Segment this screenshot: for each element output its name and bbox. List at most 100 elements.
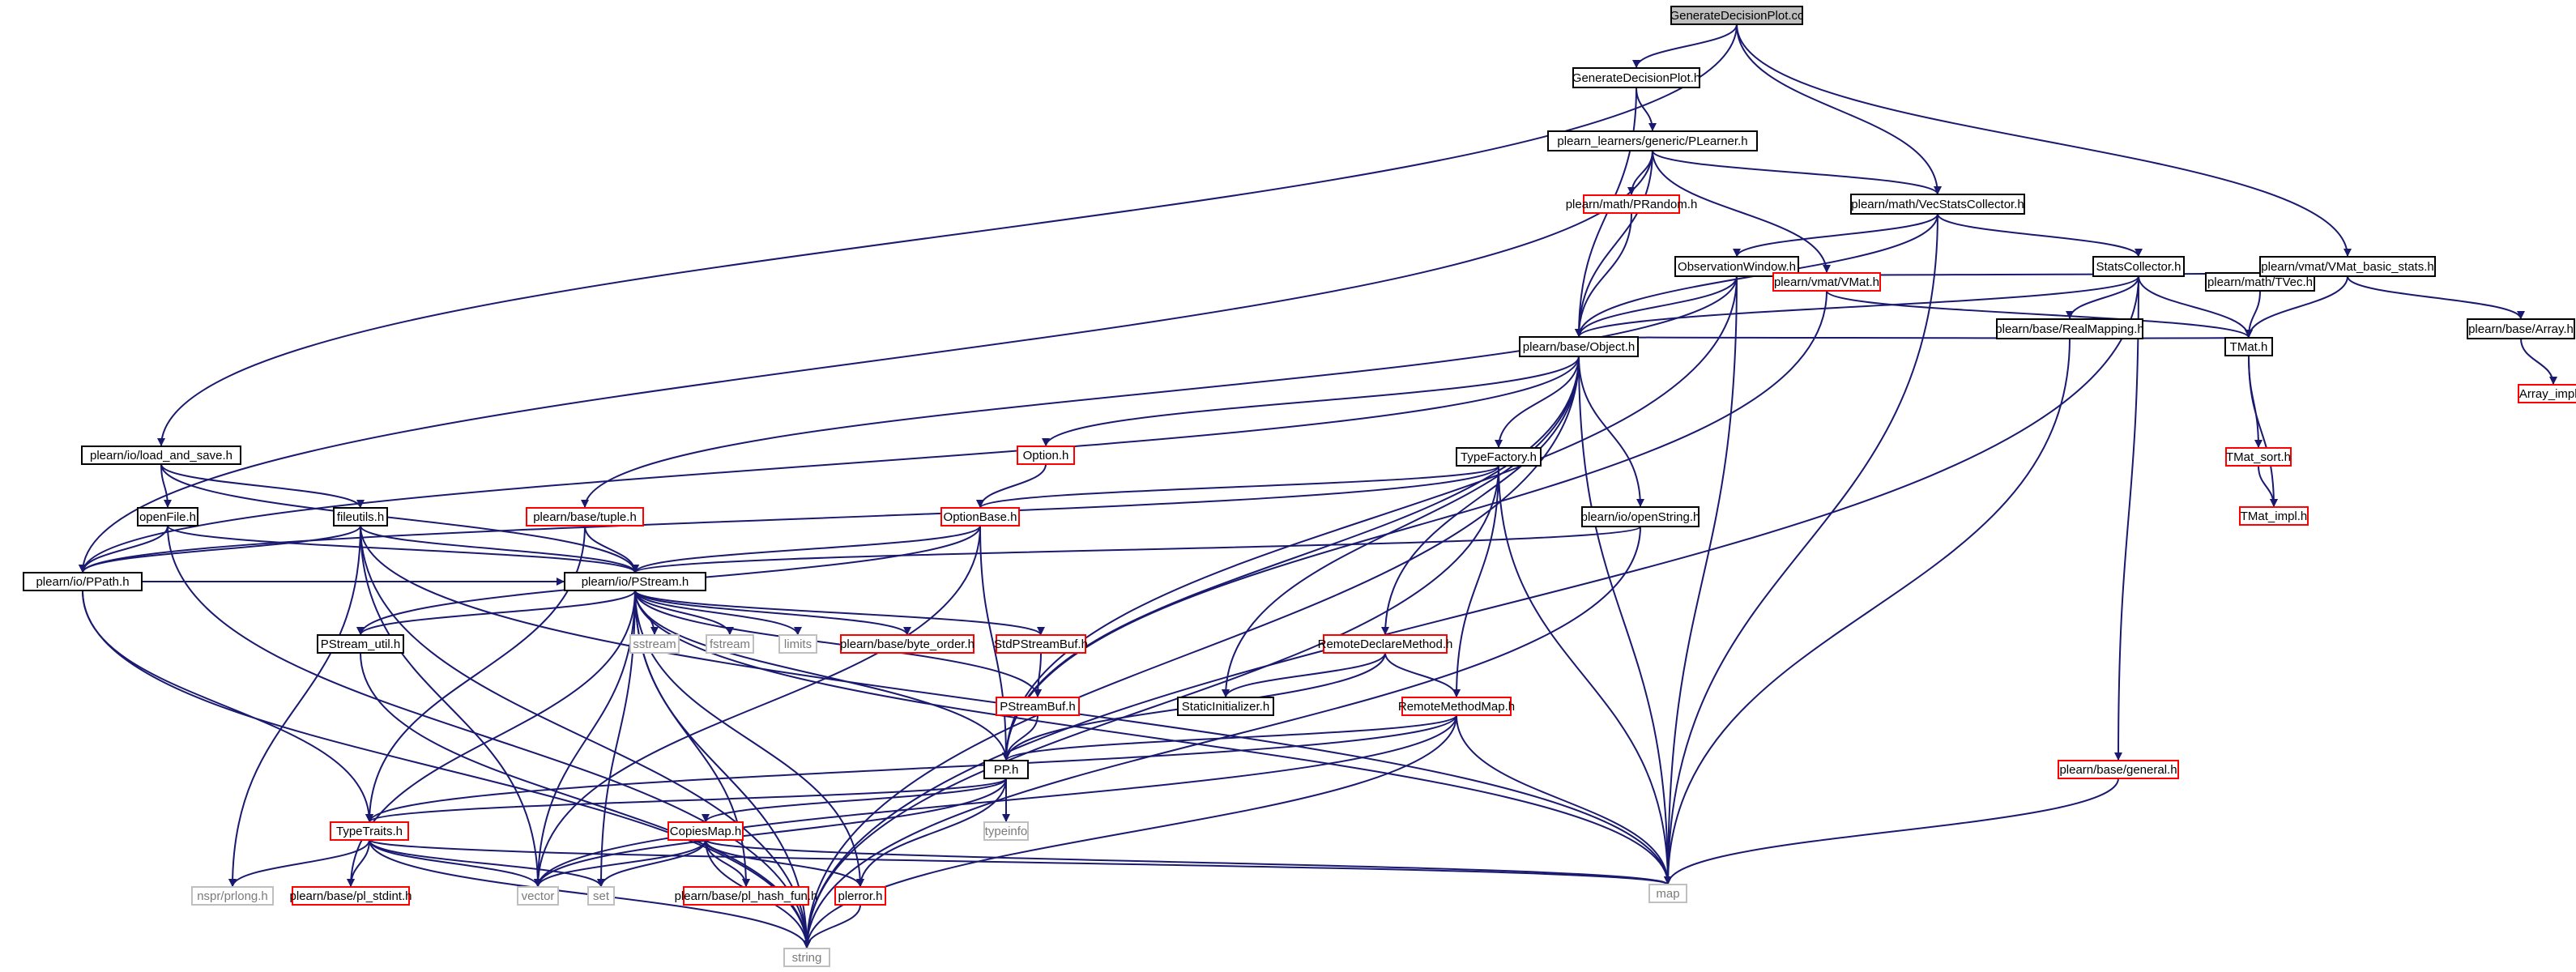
node-byteorder[interactable]: plearn/base/byte_order.h bbox=[840, 634, 975, 654]
node-plstdint[interactable]: plearn/base/pl_stdint.h bbox=[290, 886, 412, 906]
node-arrayimpl[interactable]: Array_impl.h bbox=[2518, 384, 2576, 403]
node-option[interactable]: Option.h bbox=[1017, 446, 1075, 465]
node-nsprlong[interactable]: nspr/prlong.h bbox=[191, 886, 274, 906]
edge-tmat-to-tmatimpl bbox=[2248, 355, 2278, 508]
node-set[interactable]: set bbox=[587, 886, 615, 906]
node-box bbox=[983, 760, 1029, 779]
node-label: StatsCollector.h bbox=[2096, 260, 2181, 274]
node-object[interactable]: plearn/base/Object.h bbox=[1519, 336, 1639, 357]
edge-fileutils-to-ppath bbox=[79, 525, 361, 573]
node-statscoll[interactable]: StatsCollector.h bbox=[2092, 256, 2185, 277]
node-vmat[interactable]: plearn/vmat/VMat.h bbox=[1772, 272, 1881, 292]
node-pstream[interactable]: plearn/io/PStream.h bbox=[564, 572, 706, 591]
edge-copiesmap-to-vector bbox=[534, 839, 706, 888]
edge-statscoll-to-string bbox=[803, 275, 2139, 949]
node-remotedecl[interactable]: RemoteDeclareMethod.h bbox=[1318, 634, 1453, 654]
node-vmatbasic[interactable]: plearn/vmat/VMat_basic_stats.h bbox=[2259, 256, 2436, 277]
node-box bbox=[526, 507, 644, 526]
node-label: typeinfo bbox=[985, 825, 1028, 838]
node-plerror[interactable]: plerror.h bbox=[834, 886, 886, 906]
edge-typefactory-to-optionbase bbox=[976, 465, 1499, 509]
node-prandom[interactable]: plearn/math/PRandom.h bbox=[1566, 194, 1698, 214]
node-label: plearn/base/tuple.h bbox=[533, 510, 637, 524]
node-optionbase[interactable]: OptionBase.h bbox=[940, 507, 1020, 526]
node-plhash[interactable]: plearn/base/pl_hash_fun.h bbox=[675, 886, 818, 906]
node-stdpsb[interactable]: StdPStreamBuf.h bbox=[994, 634, 1088, 654]
node-array[interactable]: plearn/base/Array.h bbox=[2467, 318, 2575, 339]
edge-copiesmap-to-plerror bbox=[705, 839, 864, 888]
node-limits[interactable]: limits bbox=[778, 634, 817, 654]
edge-plerror-to-string bbox=[803, 904, 861, 949]
node-box bbox=[983, 821, 1029, 841]
node-label: GenerateDecisionPlot.cc bbox=[1670, 9, 1804, 23]
edge-statscoll-to-general bbox=[2114, 275, 2139, 761]
node-remotemethodmap[interactable]: RemoteMethodMap.h bbox=[1398, 697, 1515, 716]
node-typetraits[interactable]: TypeTraits.h bbox=[330, 821, 409, 841]
node-ppath[interactable]: plearn/io/PPath.h bbox=[23, 572, 143, 591]
node-label: PP.h bbox=[994, 763, 1019, 777]
node-label: StdPStreamBuf.h bbox=[994, 637, 1088, 651]
node-map[interactable]: map bbox=[1648, 884, 1687, 903]
node-box bbox=[292, 886, 410, 906]
node-label: ObservationWindow.h bbox=[1678, 260, 1796, 274]
edge-loadsave-to-pstream bbox=[160, 463, 639, 573]
node-label: limits bbox=[784, 637, 812, 651]
node-tmatsort[interactable]: TMat_sort.h bbox=[2225, 447, 2292, 467]
node-openfile[interactable]: openFile.h bbox=[137, 507, 198, 526]
node-gdp_h[interactable]: GenerateDecisionPlot.h bbox=[1572, 67, 1700, 88]
edge-vmat-to-pp bbox=[1002, 290, 1828, 761]
node-fileutils[interactable]: fileutils.h bbox=[333, 507, 388, 526]
node-box bbox=[778, 634, 817, 654]
edge-pp-to-copiesmap bbox=[702, 778, 1007, 823]
node-vecstats[interactable]: plearn/math/VecStatsCollector.h bbox=[1850, 194, 2025, 215]
node-general[interactable]: plearn/base/general.h bbox=[2058, 760, 2179, 779]
node-box bbox=[1456, 447, 1542, 467]
node-pstreambuf[interactable]: PStreamBuf.h bbox=[996, 697, 1080, 716]
node-openstring[interactable]: plearn/io/openString.h bbox=[1581, 506, 1700, 527]
node-box bbox=[2058, 760, 2179, 779]
edge-pp-to-vector bbox=[534, 778, 1007, 888]
node-box bbox=[1519, 336, 1639, 357]
node-sstream[interactable]: sstream bbox=[629, 634, 680, 654]
node-pp[interactable]: PP.h bbox=[983, 760, 1029, 779]
node-box bbox=[667, 821, 744, 841]
node-typeinfo[interactable]: typeinfo bbox=[983, 821, 1029, 841]
edge-pstream-to-byteorder bbox=[634, 590, 911, 636]
node-tmat[interactable]: TMat.h bbox=[2224, 337, 2273, 356]
node-box bbox=[834, 886, 886, 906]
edge-remotemethodmap-to-string bbox=[803, 714, 1457, 949]
node-typefactory[interactable]: TypeFactory.h bbox=[1456, 447, 1542, 467]
node-tmatimpl[interactable]: TMat_impl.h bbox=[2239, 506, 2309, 526]
edge-plearner-to-ppath bbox=[79, 150, 1653, 573]
node-label: plearn/math/PRandom.h bbox=[1566, 198, 1698, 211]
edge-loadsave-to-openfile bbox=[160, 463, 172, 509]
node-string[interactable]: string bbox=[783, 948, 830, 967]
edge-stdpsb-to-pstreambuf bbox=[1034, 652, 1043, 698]
node-box bbox=[1670, 6, 1803, 25]
edge-loadsave-to-fileutils bbox=[160, 463, 365, 509]
node-pstreamutil[interactable]: PStream_util.h bbox=[317, 634, 404, 654]
node-label: plearn/base/RealMapping.h bbox=[1995, 322, 2143, 336]
node-plearner[interactable]: plearn_learners/generic/PLearner.h bbox=[1547, 130, 1758, 151]
node-box bbox=[1648, 884, 1687, 903]
node-tvec[interactable]: plearn/math/TVec.h bbox=[2205, 272, 2315, 292]
node-obswin[interactable]: ObservationWindow.h bbox=[1674, 256, 1799, 277]
node-fstream[interactable]: fstream bbox=[706, 634, 754, 654]
node-label: Array_impl.h bbox=[2519, 387, 2576, 401]
edge-obswin-to-object bbox=[1575, 275, 1738, 338]
edge-vmatbasic-to-tmat bbox=[2245, 275, 2348, 339]
edge-pstream-to-limits bbox=[634, 590, 802, 636]
node-copiesmap[interactable]: CopiesMap.h bbox=[667, 821, 744, 841]
edge-typetraits-to-nsprlong bbox=[228, 839, 370, 888]
edge-typetraits-to-set bbox=[369, 839, 605, 888]
edge-object-to-typefactory bbox=[1495, 356, 1580, 449]
node-realmap[interactable]: plearn/base/RealMapping.h bbox=[1995, 318, 2144, 339]
edge-obswin-to-map bbox=[1664, 275, 1738, 885]
node-tuple[interactable]: plearn/base/tuple.h bbox=[526, 507, 644, 526]
edge-statscoll-to-realmap bbox=[2066, 275, 2139, 320]
node-box bbox=[517, 886, 559, 906]
node-vector[interactable]: vector bbox=[517, 886, 559, 906]
node-box bbox=[1323, 634, 1448, 654]
node-loadsave[interactable]: plearn/io/load_and_save.h bbox=[81, 446, 241, 465]
node-staticinit[interactable]: StaticInitializer.h bbox=[1177, 697, 1274, 716]
